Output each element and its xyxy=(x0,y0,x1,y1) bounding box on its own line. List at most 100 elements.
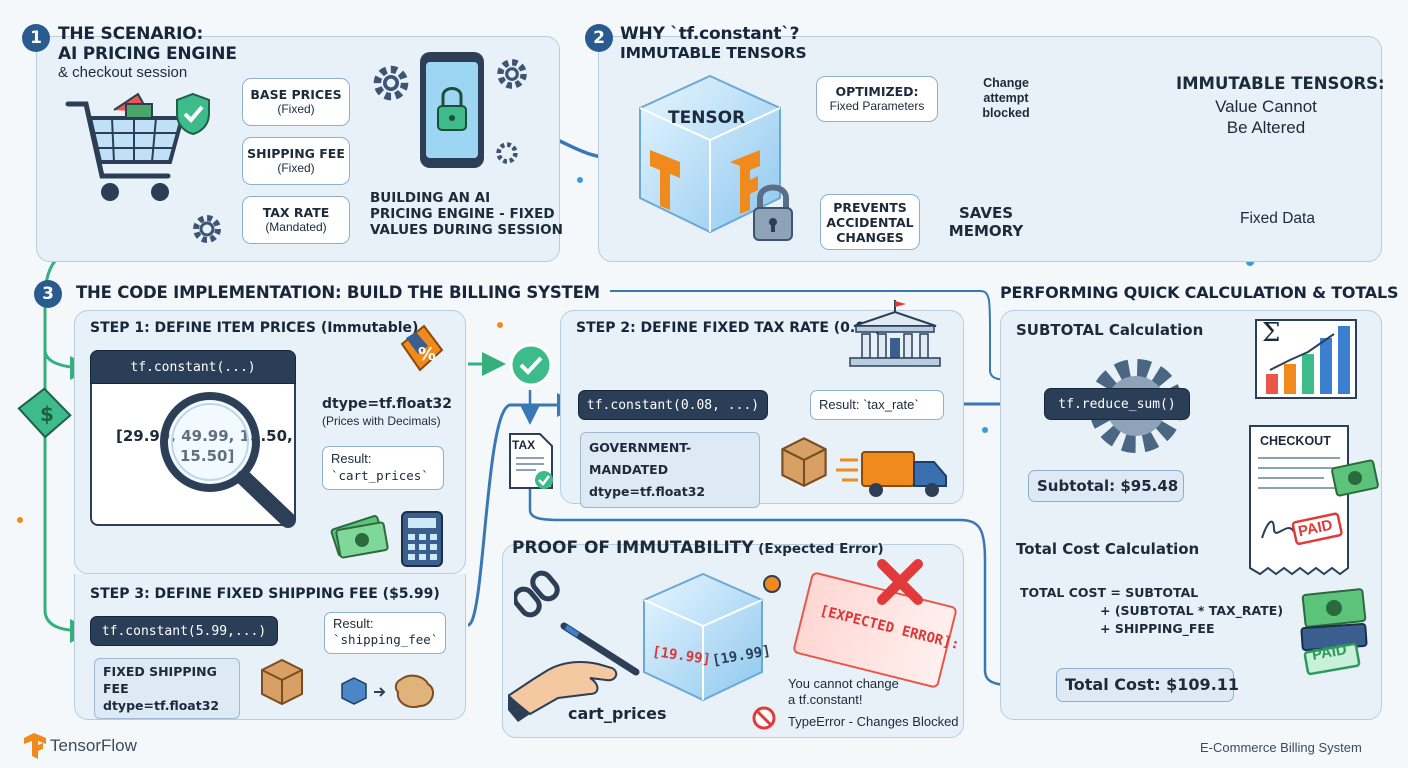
calculator-icon xyxy=(401,511,443,567)
step2-result: Result: `tax_rate` xyxy=(810,390,944,420)
caption-line-2: PRICING ENGINE - FIXED xyxy=(370,206,555,222)
shipping-fee-title: SHIPPING FEE xyxy=(247,145,345,161)
step3-result-label: Result: xyxy=(333,616,374,631)
step2-title: STEP 2: DEFINE FIXED TAX RATE (0.08) xyxy=(576,320,882,336)
gear-tiny-icon xyxy=(496,142,518,164)
change-line-1: Change xyxy=(983,76,1029,90)
fixed-data-label: Fixed Data xyxy=(1240,210,1315,227)
check-circle-icon xyxy=(509,343,553,387)
money-bills-icon xyxy=(330,515,389,559)
receipt-icon xyxy=(1249,425,1349,576)
saves-line-1: SAVES xyxy=(958,204,1014,222)
prevents-card: PREVENTS ACCIDENTAL CHANGES xyxy=(820,194,920,250)
immutable-line-2: Be Altered xyxy=(1226,118,1306,137)
cube-to-crumpled-icon xyxy=(341,674,435,708)
values-line-2: 15.50] xyxy=(116,446,293,466)
tensorflow-logo-icon xyxy=(650,150,760,214)
why-number-badge: 2 xyxy=(585,24,613,52)
cash-icon xyxy=(1331,459,1379,497)
immutable-title: IMMUTABLE TENSORS: xyxy=(1176,74,1385,93)
brand-label: TensorFlow xyxy=(50,736,137,755)
scenario-number-badge: 1 xyxy=(22,24,50,52)
step3-note-label: FIXED SHIPPING FEE xyxy=(103,664,217,696)
proof-var-label: cart_prices xyxy=(568,704,667,723)
step3-code: tf.constant(5.99,...) xyxy=(90,616,278,646)
prevents-line-2: ACCIDENTAL xyxy=(826,214,914,230)
total-calc-title: Total Cost Calculation xyxy=(1016,540,1200,558)
change-attempt-note: Change attempt blocked xyxy=(975,76,1037,121)
caption-line-1: BUILDING AN AI xyxy=(370,190,491,206)
parcel-box-icon xyxy=(781,437,827,488)
proof-title: PROOF OF IMMUTABILITY xyxy=(512,538,754,558)
delivery-truck-icon xyxy=(836,451,947,497)
formula-line-2: + (SUBTOTAL * TAX_RATE) xyxy=(1100,603,1284,618)
total-formula: TOTAL COST = SUBTOTAL + (SUBTOTAL * TAX_… xyxy=(1020,584,1283,638)
step2-code: tf.constant(0.08, ...) xyxy=(578,390,768,420)
tax-rate-title: TAX RATE xyxy=(262,204,330,220)
ice-cube-icon xyxy=(643,572,763,702)
saves-memory-note: SAVES MEMORY xyxy=(945,204,1027,240)
change-line-3: blocked xyxy=(982,106,1030,120)
totals-title: PERFORMING QUICK CALCULATION & TOTALS xyxy=(1000,283,1399,302)
footer-right-label: E-Commerce Billing System xyxy=(1200,740,1362,755)
scenario-caption: BUILDING AN AI PRICING ENGINE - FIXED VA… xyxy=(370,190,563,238)
code-number-badge: 3 xyxy=(34,280,62,308)
tax-rate-card: TAX RATE (Mandated) xyxy=(242,196,350,244)
step3-result: Result: `shipping_fee` xyxy=(324,612,446,654)
reduce-sum-code: tf.reduce_sum() xyxy=(1044,388,1190,420)
proof-title-note: (Expected Error) xyxy=(758,541,884,557)
gear-large-icon xyxy=(373,65,409,101)
immutable-note: Value Cannot Be Altered xyxy=(1196,96,1336,138)
subtotal-title: SUBTOTAL Calculation xyxy=(1016,321,1204,339)
sigma-symbol: Σ xyxy=(1262,318,1281,348)
magnifier-icon xyxy=(160,392,296,528)
optimized-note: Fixed Parameters xyxy=(829,99,925,114)
caption-line-3: VALUES DURING SESSION xyxy=(370,222,563,238)
code-title: THE CODE IMPLEMENTATION: BUILD THE BILLI… xyxy=(76,283,600,302)
optimized-card: OPTIMIZED: Fixed Parameters xyxy=(816,76,938,122)
subtotal-value: Subtotal: $95.48 xyxy=(1028,470,1184,502)
error-node-icon xyxy=(763,575,781,593)
step1-result-var: `cart_prices` xyxy=(331,468,429,483)
svg-text:%: % xyxy=(418,344,436,365)
why-subtitle: IMMUTABLE TENSORS xyxy=(620,44,807,62)
paid-bills-icon xyxy=(1300,588,1368,676)
scenario-title: THE SCENARIO: xyxy=(58,24,204,44)
shipping-fee-card: SHIPPING FEE (Fixed) xyxy=(242,137,350,185)
type-error-label: TypeError - Changes Blocked xyxy=(788,714,959,729)
base-prices-title: BASE PRICES xyxy=(250,86,342,102)
base-prices-card: BASE PRICES (Fixed) xyxy=(242,78,350,126)
step3-result-var: `shipping_fee` xyxy=(333,632,439,647)
gear-small-icon xyxy=(497,59,527,89)
prevents-line-3: CHANGES xyxy=(836,229,904,245)
base-prices-note: (Fixed) xyxy=(277,102,315,117)
change-line-2: attempt xyxy=(983,91,1029,105)
gear-icon xyxy=(193,215,221,243)
step1-result-label: Result: xyxy=(331,451,372,466)
total-cost-value: Total Cost: $109.11 xyxy=(1056,668,1239,702)
percent-tag-icon: % xyxy=(400,324,444,372)
step1-dtype: dtype=tf.float32 (Prices with Decimals) xyxy=(322,396,452,428)
tax-rate-note: (Mandated) xyxy=(265,220,327,235)
formula-line-1: TOTAL COST = SUBTOTAL xyxy=(1020,585,1199,600)
prevents-line-1: PREVENTS xyxy=(833,199,907,215)
box-package-icon xyxy=(261,658,303,706)
step2-dtype: dtype=tf.float32 xyxy=(589,484,706,499)
why-title: WHY `tf.constant`? xyxy=(620,24,800,44)
saves-line-2: MEMORY xyxy=(948,222,1024,240)
formula-line-3: + SHIPPING_FEE xyxy=(1100,621,1215,636)
step1-dtype-note: (Prices with Decimals) xyxy=(322,414,441,428)
tensorflow-logo-icon xyxy=(24,733,46,759)
tensor-label: TENSOR xyxy=(668,108,746,128)
shopping-cart-icon xyxy=(65,92,185,201)
tax-document-icon xyxy=(509,433,553,489)
step2-note: GOVERNMENT-MANDATED dtype=tf.float32 xyxy=(580,432,760,508)
padlock-icon xyxy=(753,184,793,241)
phone-lock-icon xyxy=(420,52,484,168)
tensor-cube-icon xyxy=(639,74,781,234)
step1-code: tf.constant(...) xyxy=(90,350,296,384)
no-entry-icon xyxy=(752,706,776,730)
shield-check-icon xyxy=(176,92,210,136)
chart-bars-icon xyxy=(1255,319,1357,399)
tax-document-label: TAX xyxy=(512,438,536,452)
